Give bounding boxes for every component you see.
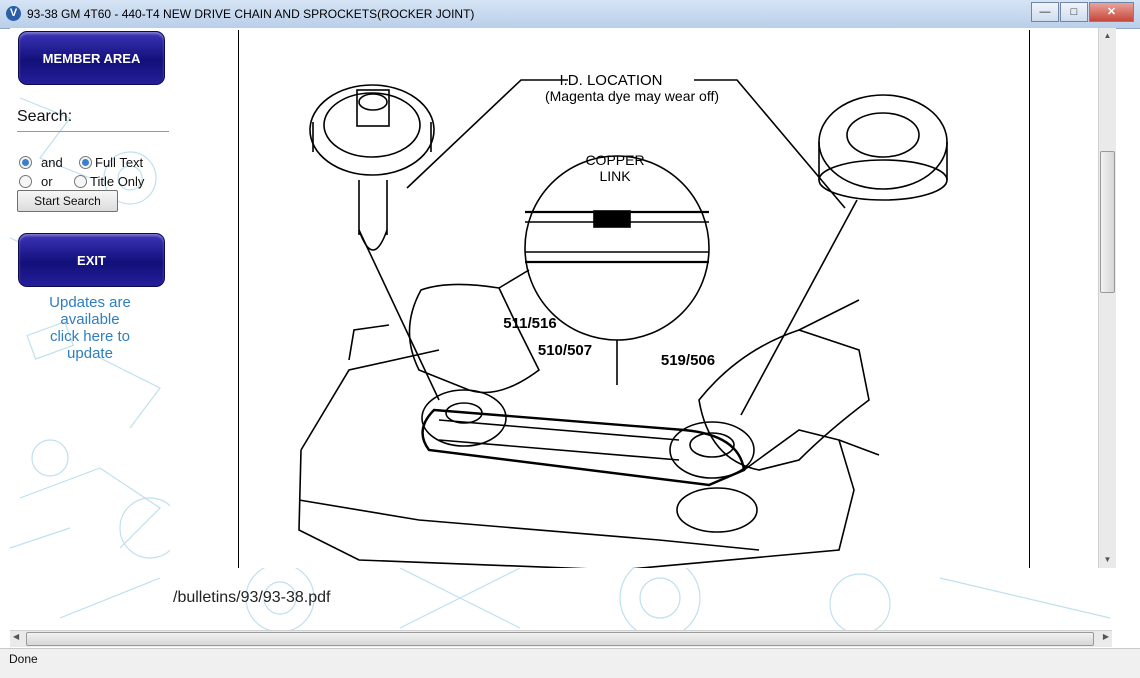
updates-link[interactable]: Updates are available click here to upda… [30, 294, 150, 362]
updates-line-1: Updates are [49, 294, 131, 311]
updates-line-4: update [67, 345, 113, 362]
drive-chain-diagram: I.D. LOCATION (Magenta dye may wear off)… [238, 30, 1030, 571]
blueprint-footer-background [59, 557, 1111, 639]
radio-or-row[interactable]: or [19, 174, 53, 189]
app-icon[interactable]: V [6, 6, 21, 21]
file-path: /bulletins/93/93-38.pdf [173, 589, 331, 606]
scroll-up-icon[interactable]: ▲ [1103, 31, 1112, 40]
scroll-right-icon[interactable]: ▶ [1102, 632, 1109, 641]
label-id-location: I.D. LOCATION [559, 72, 662, 89]
scroll-down-icon[interactable]: ▼ [1103, 555, 1112, 564]
close-icon: ✕ [1106, 6, 1117, 18]
radio-title-only[interactable] [74, 175, 87, 188]
status-text: Done [9, 652, 38, 666]
maximize-icon: □ [1070, 6, 1078, 18]
vertical-scrollbar[interactable]: ▲ ▼ [1098, 28, 1116, 568]
radio-or-label: or [41, 174, 53, 189]
horizontal-scrollbar[interactable]: ◀ ▶ [10, 630, 1112, 647]
minimize-icon: — [1039, 6, 1051, 18]
label-copper: COPPER [585, 152, 644, 168]
radio-full-text-row[interactable]: Full Text [79, 155, 143, 170]
label-part-519-506: 519/506 [661, 352, 715, 369]
maximize-button[interactable]: □ [1060, 2, 1088, 22]
label-part-510-507: 510/507 [538, 342, 592, 359]
label-magenta-note: (Magenta dye may wear off) [545, 88, 719, 104]
updates-line-3: click here to [49, 328, 131, 345]
radio-or[interactable] [19, 175, 32, 188]
diagram-drawing: I.D. LOCATION (Magenta dye may wear off)… [298, 72, 948, 571]
radio-full-text[interactable] [79, 156, 92, 169]
label-part-511-516: 511/516 [503, 315, 556, 332]
search-label: Search: [17, 108, 73, 125]
title-bar: V 93-38 GM 4T60 - 440-T4 NEW DRIVE CHAIN… [0, 0, 1140, 29]
radio-and-row[interactable]: and [19, 155, 63, 170]
scroll-left-icon[interactable]: ◀ [13, 632, 20, 641]
window-title: 93-38 GM 4T60 - 440-T4 NEW DRIVE CHAIN A… [27, 7, 475, 21]
minimize-button[interactable]: — [1031, 2, 1059, 22]
close-button[interactable]: ✕ [1089, 2, 1134, 22]
updates-line-2: available [60, 311, 120, 328]
vertical-scroll-thumb[interactable] [1100, 151, 1115, 293]
label-link: LINK [599, 168, 631, 184]
radio-and-label: and [41, 155, 63, 170]
status-bar: Done [0, 648, 1140, 678]
radio-and[interactable] [19, 156, 32, 169]
horizontal-scroll-thumb[interactable] [26, 632, 1094, 646]
radio-title-only-row[interactable]: Title Only [74, 174, 144, 189]
search-input[interactable] [17, 131, 169, 152]
radio-full-text-label: Full Text [95, 155, 144, 170]
window-controls: — □ ✕ [1030, 2, 1134, 22]
radio-title-only-label: Title Only [90, 174, 145, 189]
sidebar: MEMBER AREA Search: and Full Text or Tit… [10, 28, 170, 568]
start-search-button[interactable]: Start Search [17, 190, 118, 212]
member-area-button[interactable]: MEMBER AREA [18, 31, 165, 85]
path-bar [0, 557, 1140, 639]
exit-button[interactable]: EXIT [18, 233, 165, 287]
